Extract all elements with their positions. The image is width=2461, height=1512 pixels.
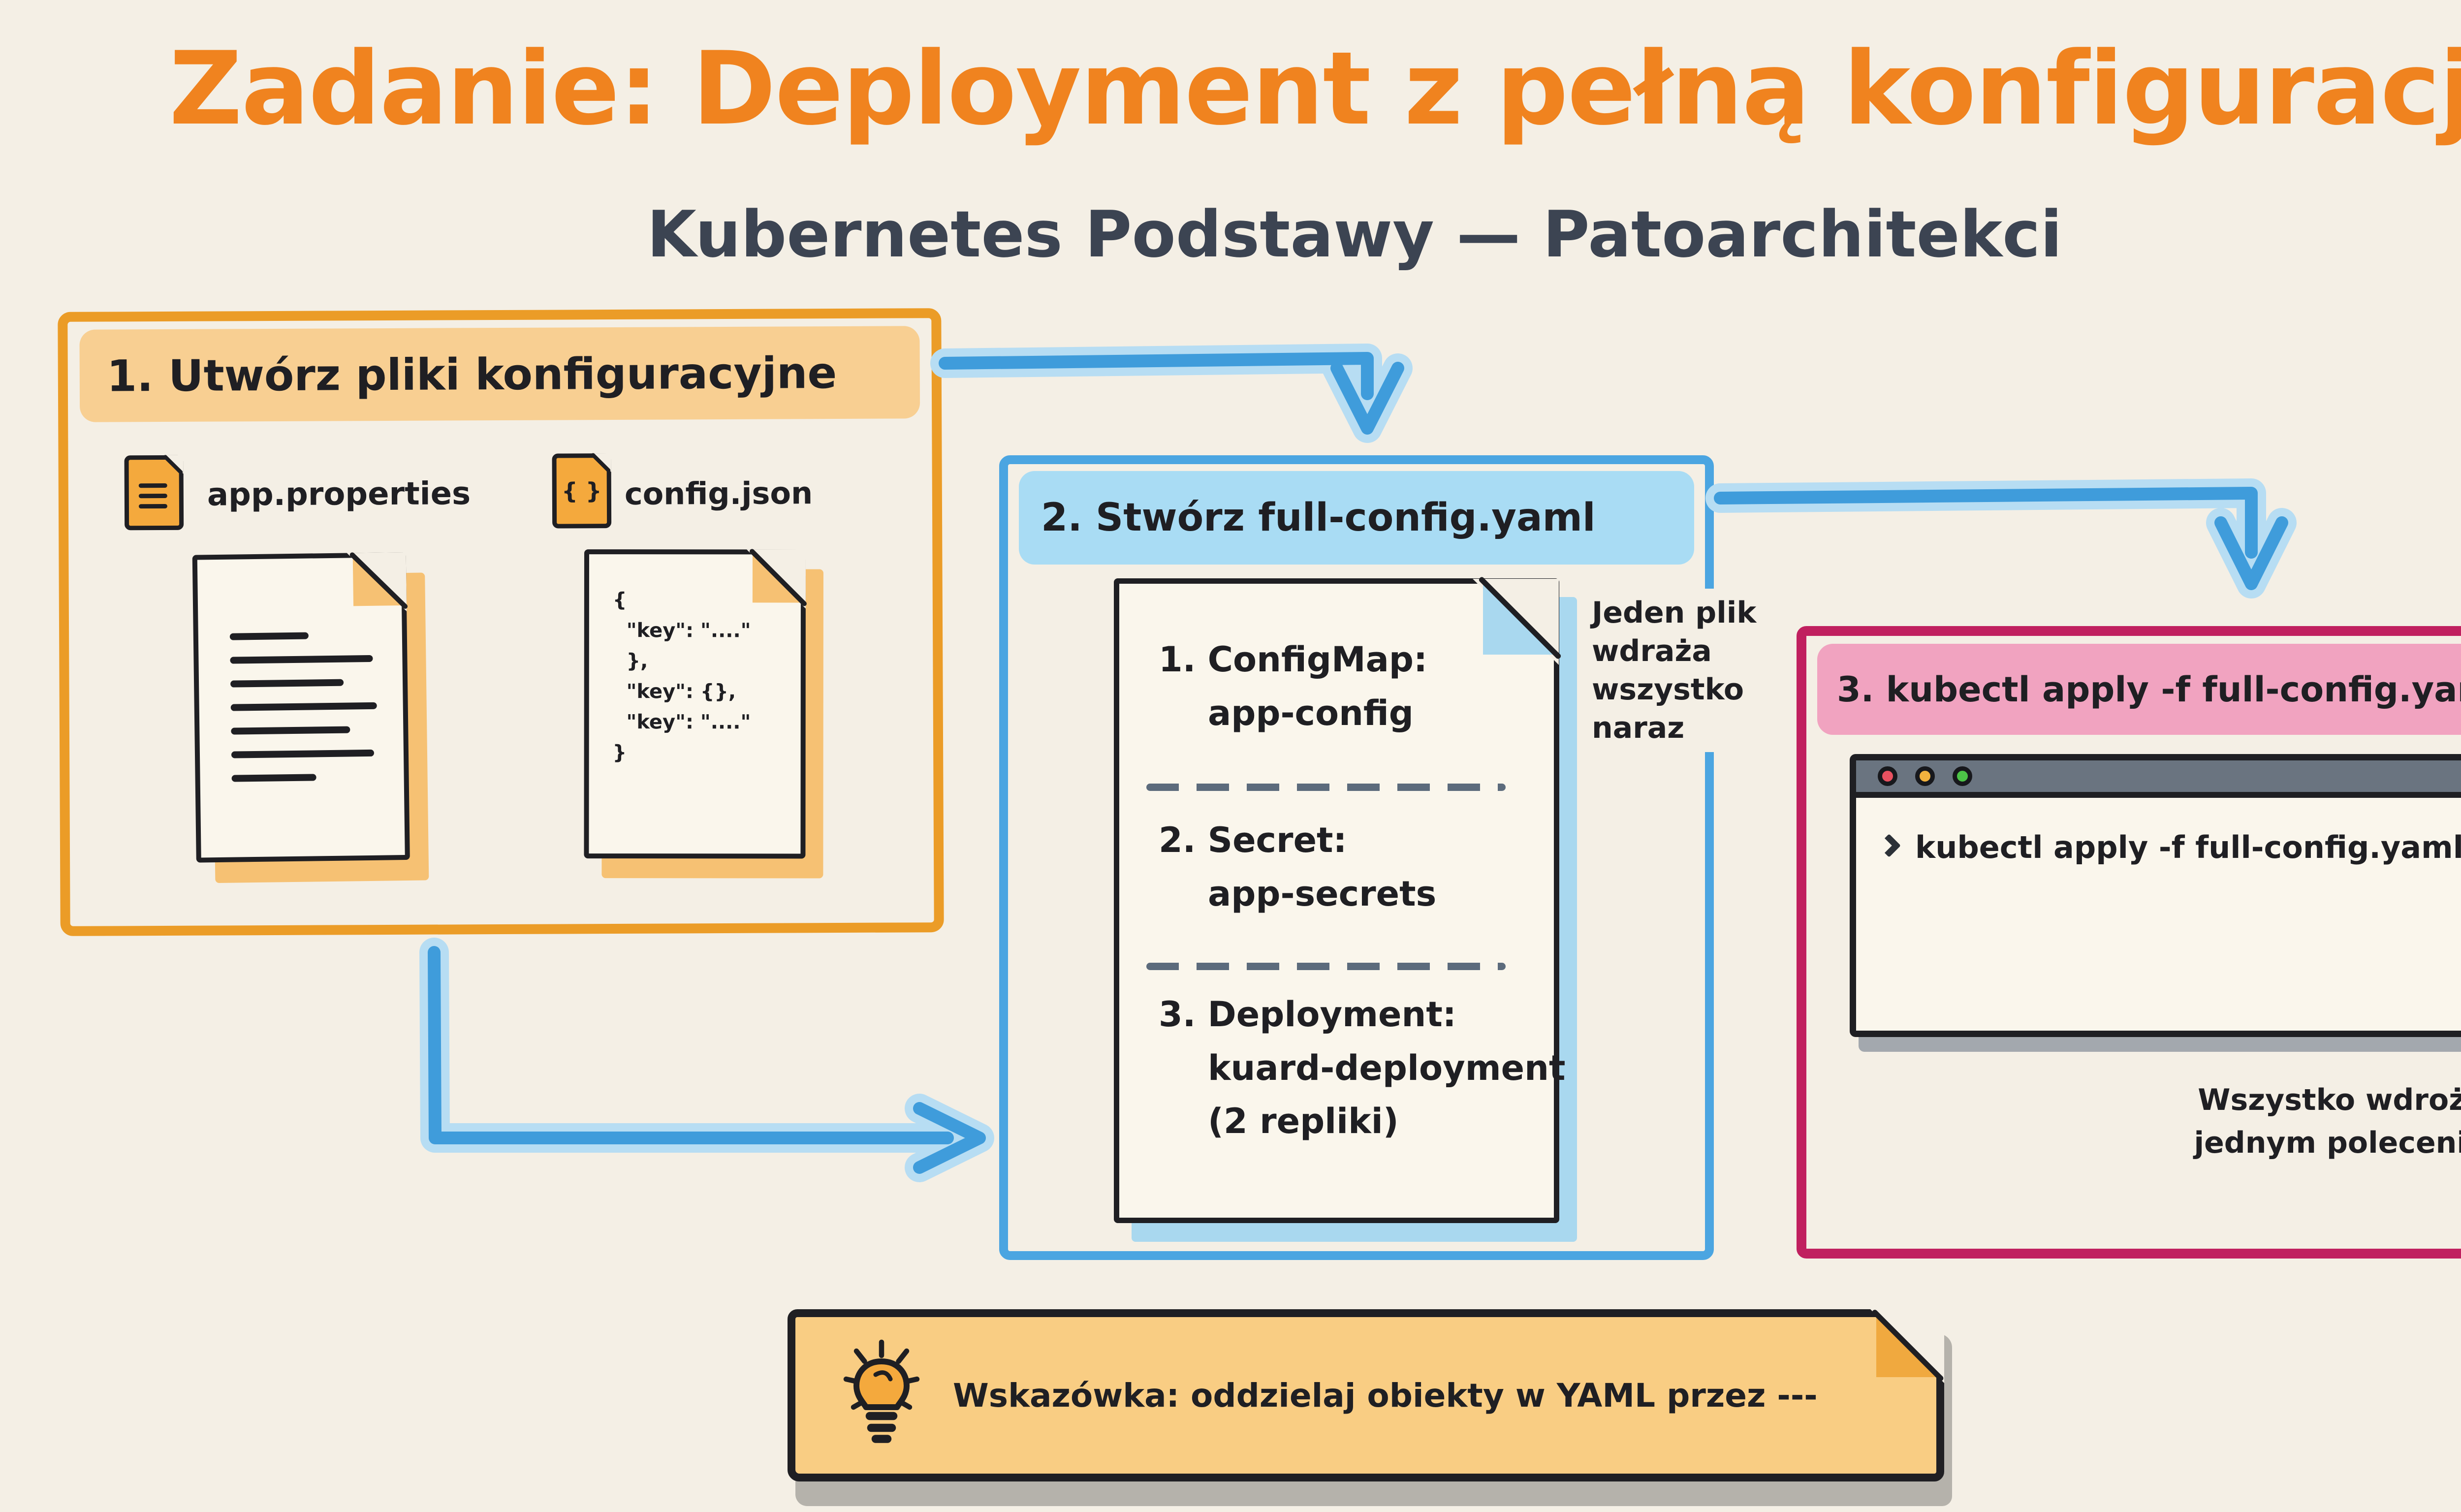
yaml-file-paper: 1. ConfigMap: app-config 2. Secret: app-… [1114, 576, 1565, 1223]
page-subtitle: Kubernetes Podstawy — Patoarchitekci [647, 197, 2062, 272]
terminal-titlebar [1856, 760, 2461, 798]
minimize-window-icon [1915, 766, 1935, 786]
arrow-step1-to-step2 [930, 344, 1413, 443]
step3-header: 3. kubectl apply -f full-config.yaml [1817, 644, 2461, 735]
prompt-chevron-icon [1877, 833, 1901, 857]
yaml-item-title: 1. ConfigMap: [1159, 639, 1427, 680]
step3-caption: Wszystko wdrożone jednym poleceniem! [2194, 1083, 2461, 1160]
arrow-step1-bottom-to-step2 [419, 938, 994, 1182]
terminal-command: kubectl apply -f full-config.yaml [1915, 829, 2461, 865]
yaml-item-secret: 2. Secret: app-secrets [1159, 814, 1436, 920]
lightbulb-icon [843, 1339, 920, 1443]
yaml-item-name: app-config [1208, 693, 1414, 733]
step1-box: 1. Utwórz pliki konfiguracyjne app.prope… [58, 308, 944, 936]
handwritten-text-lines [229, 631, 378, 782]
page-title: Zadanie: Deployment z pełną konfiguracją [169, 31, 2461, 148]
close-window-icon [1878, 766, 1897, 786]
step1-title: 1. Utwórz pliki konfiguracyjne [106, 347, 837, 401]
yaml-item-deployment: 3. Deployment: kuard-deployment (2 repli… [1159, 988, 1565, 1148]
maximize-window-icon [1953, 766, 1972, 786]
step3-title: 3. kubectl apply -f full-config.yaml [1837, 669, 2461, 710]
step1-header: 1. Utwórz pliki konfiguracyjne [79, 326, 920, 422]
properties-file-label: app.properties [207, 475, 471, 513]
yaml-separator [1146, 963, 1506, 970]
step3-box: 3. kubectl apply -f full-config.yaml kub… [1797, 626, 2461, 1259]
text-lines-glyph [138, 483, 167, 509]
tip-text: Wskazówka: oddzielaj obiekty w YAML prze… [953, 1376, 1818, 1415]
tip-sticky-note: Wskazówka: oddzielaj obiekty w YAML prze… [788, 1308, 1945, 1481]
step2-title: 2. Stwórz full-config.yaml [1041, 496, 1596, 540]
step2-box: 2. Stwórz full-config.yaml 1. ConfigMap:… [999, 455, 1714, 1260]
braces-glyph: { } [561, 477, 602, 504]
app-properties-paper [192, 551, 410, 863]
json-file-label: config.json [624, 475, 813, 512]
config-json-paper: { "key": "...." }, "key": {}, "key": "..… [584, 548, 808, 859]
terminal-command-line: kubectl apply -f full-config.yaml [1856, 798, 2461, 865]
properties-file-icon [124, 454, 184, 531]
yaml-item-name: kuard-deployment [1208, 1047, 1566, 1088]
terminal-window: kubectl apply -f full-config.yaml [1850, 754, 2461, 1037]
side-note: Jeden plik wdraża wszystko naraz [1589, 589, 1782, 752]
yaml-item-title: 2. Secret: [1159, 820, 1347, 860]
yaml-separator [1146, 784, 1506, 791]
step2-header: 2. Stwórz full-config.yaml [1019, 471, 1694, 565]
yaml-item-title: 3. Deployment: [1159, 994, 1456, 1035]
arrow-step2-to-step3 [1705, 478, 2297, 598]
yaml-item-replicas: (2 repliki) [1208, 1101, 1399, 1141]
json-file-icon: { } [552, 452, 612, 529]
yaml-item-name: app-secrets [1208, 873, 1437, 914]
yaml-item-configmap: 1. ConfigMap: app-config [1159, 633, 1427, 740]
